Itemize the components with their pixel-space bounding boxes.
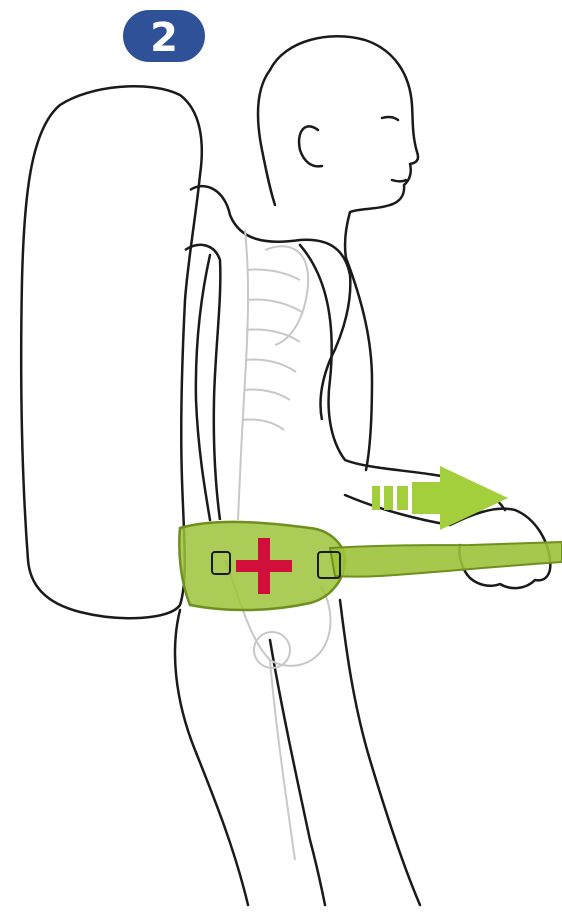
rib-6: [243, 419, 284, 430]
person-inner-leg: [270, 640, 325, 905]
person-eye: [382, 117, 398, 120]
arrow-dash-2: [384, 486, 393, 510]
person-upper-arm: [300, 245, 505, 510]
femur: [270, 660, 295, 860]
person-front-leg: [340, 600, 420, 905]
person-hair: [258, 70, 275, 205]
pull-direction-arrow-icon: [372, 466, 508, 530]
person: [175, 36, 550, 905]
backpack-main-bag: [21, 86, 202, 618]
spine: [238, 230, 248, 520]
person-back-leg: [175, 610, 248, 905]
arrow-dash-3: [397, 486, 408, 510]
person-ear: [299, 126, 322, 166]
plus-icon-horizontal: [236, 560, 292, 572]
rib-4: [245, 360, 296, 373]
arrow-dash-1: [372, 486, 380, 510]
rib-5: [244, 389, 290, 400]
rib-2: [247, 300, 302, 313]
person-back: [196, 255, 210, 520]
hip-belt-strap: [330, 542, 562, 577]
rib-1: [248, 269, 300, 280]
step-number: 2: [150, 15, 178, 61]
step-badge: 2: [123, 10, 205, 62]
person-head: [270, 36, 418, 258]
person-mouth: [392, 180, 406, 182]
